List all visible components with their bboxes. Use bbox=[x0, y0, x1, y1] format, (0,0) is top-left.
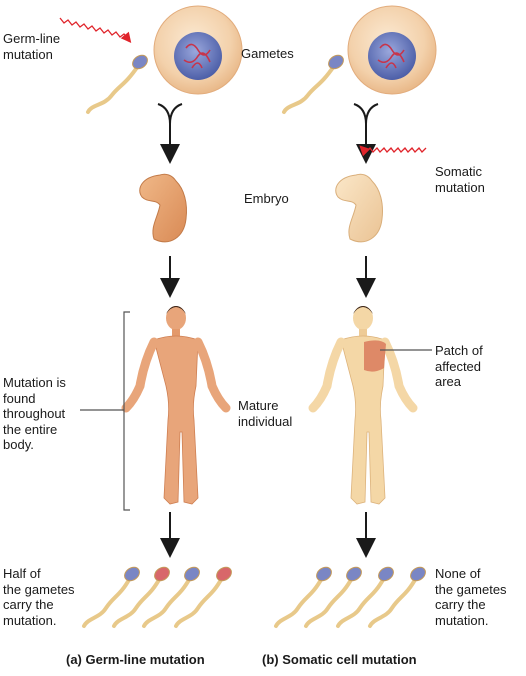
none-gametes-label: None of the gametes carry the mutation. bbox=[435, 566, 507, 628]
somatic-mutation-label: Somatic mutation bbox=[435, 164, 485, 195]
fusion-symbol-germline bbox=[157, 103, 183, 125]
normal-gamete bbox=[82, 566, 140, 628]
embryo-somatic-icon bbox=[335, 173, 383, 243]
somatic-mutation-squiggle-icon bbox=[359, 145, 427, 157]
patch-affected-label: Patch of affected area bbox=[435, 343, 483, 389]
mutant-gamete bbox=[112, 566, 170, 628]
germline-mutation-label: Germ-line mutation bbox=[3, 31, 61, 62]
normal-gamete bbox=[304, 566, 362, 628]
normal-gamete bbox=[274, 566, 332, 628]
normal-gamete bbox=[336, 566, 394, 628]
adult-germline-figure bbox=[121, 306, 231, 505]
caption-somatic: (b) Somatic cell mutation bbox=[262, 652, 417, 667]
chromosomes-icon bbox=[377, 43, 405, 69]
egg-cell-somatic bbox=[347, 5, 437, 95]
sperm-somatic bbox=[282, 54, 344, 114]
caption-germline: (a) Germ-line mutation bbox=[66, 652, 205, 667]
germline-mutation-squiggle-icon bbox=[59, 17, 132, 44]
gamete-row-germline bbox=[82, 566, 232, 628]
fusion-symbol-somatic bbox=[353, 103, 379, 125]
mutation-throughout-label: Mutation is found throughout the entire … bbox=[3, 375, 66, 452]
mutant-sperm-head-icon bbox=[132, 54, 148, 70]
embryo-label: Embryo bbox=[244, 191, 289, 206]
adult-somatic-figure bbox=[308, 306, 418, 505]
egg-cell-germline bbox=[153, 5, 243, 95]
mutant-gamete bbox=[174, 566, 232, 628]
gametes-label: Gametes bbox=[241, 46, 294, 61]
half-gametes-label: Half of the gametes carry the mutation. bbox=[3, 566, 75, 628]
hair-icon bbox=[353, 306, 373, 314]
hair-icon bbox=[166, 306, 186, 314]
gamete-row-somatic bbox=[274, 566, 426, 628]
normal-gamete bbox=[368, 566, 426, 628]
sperm-germline bbox=[86, 54, 148, 114]
body-bracket bbox=[123, 311, 130, 511]
normal-gamete bbox=[142, 566, 200, 628]
chromosomes-icon bbox=[183, 43, 211, 69]
affected-patch bbox=[364, 340, 386, 372]
sperm-head-icon bbox=[328, 54, 344, 70]
embryo-germline-icon bbox=[139, 173, 187, 243]
mature-individual-label: Mature individual bbox=[238, 398, 293, 429]
